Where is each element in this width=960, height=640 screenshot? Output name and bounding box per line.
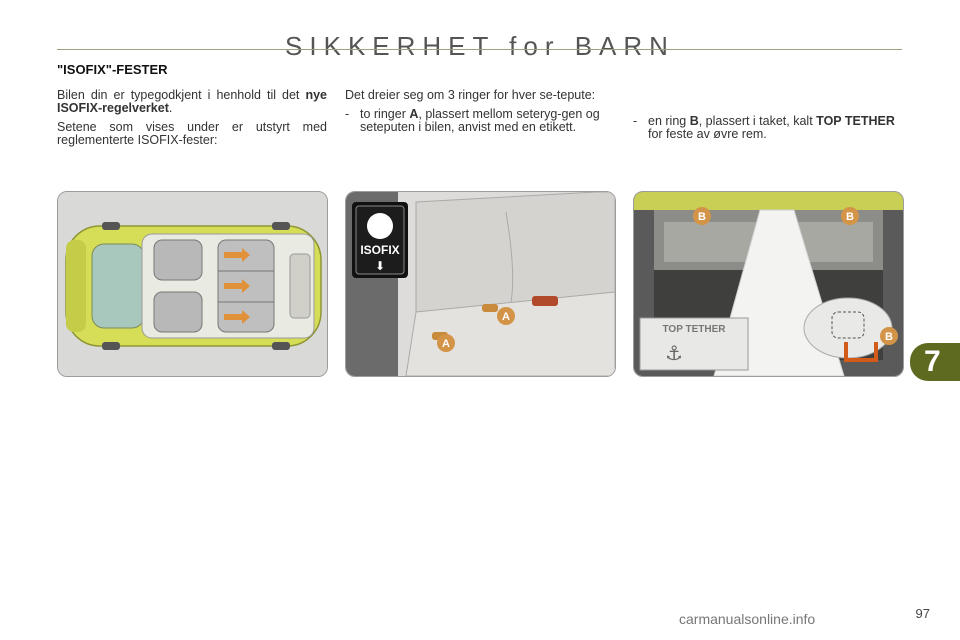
intro-text: Bilen din er typegodkjent i henhold til … (57, 88, 306, 102)
header-rule (57, 49, 902, 50)
anchor-arrow (224, 279, 250, 293)
car-top-view-svg (58, 192, 327, 376)
ring-a-letter: A (409, 107, 419, 121)
ring-a-label: A (502, 311, 510, 323)
column-intro: Bilen din er typegodkjent i henhold til … (57, 89, 327, 153)
anchor-arrow (224, 248, 250, 262)
isofix-seat-illustration: ISOFIX ⬇ A A (345, 191, 616, 377)
chapter-tab[interactable]: 7 (910, 343, 960, 381)
ring-b-marker (841, 207, 859, 225)
ring-a-text: to ringer A, plassert mellom seteryg-gen… (360, 108, 615, 134)
isofix-seat-svg: ISOFIX ⬇ A A (346, 192, 615, 376)
top-tether-svg: TOP TETHER ⚓ B B B (634, 192, 903, 376)
ring-b-marker (693, 207, 711, 225)
arrow-down-icon: ⬇ (375, 259, 385, 273)
ring-a-marker (437, 334, 455, 352)
anchor-ring (482, 304, 498, 312)
top-tether-bold: TOP TETHER (816, 114, 895, 128)
list-dash: - (345, 107, 350, 121)
ring-b-text: en ring B, plassert i taket, kalt TOP TE… (648, 115, 905, 141)
top-tether-sign (639, 317, 749, 371)
isofix-label: ISOFIX (360, 243, 399, 257)
column-ring-b: - en ring B, plassert i taket, kalt TOP … (633, 115, 905, 141)
list-dash: - (633, 114, 638, 128)
section-title: "ISOFIX"-FESTER (57, 62, 168, 77)
intro-paragraph-2: Setene som vises under er utstyrt med re… (57, 120, 327, 147)
page-number: 97 (915, 606, 930, 621)
ring-intro: Det dreier seg om 3 ringer for hver se-t… (345, 88, 596, 102)
top-tether-label: TOP TETHER (663, 324, 727, 335)
ring-a-after: , plassert mellom seteryg-gen og seteput… (360, 107, 600, 134)
ring-a-item: - to ringer A, plassert mellom seteryg-g… (345, 108, 615, 134)
intro-punct: . (168, 101, 173, 115)
column-ring-a: Det dreier seg om 3 ringer for hver se-t… (345, 89, 615, 134)
intro-paragraph-1: Bilen din er typegodkjent i henhold til … (57, 89, 327, 115)
car-top-view-illustration (57, 191, 328, 377)
top-tether-illustration: TOP TETHER ⚓ B B B (633, 191, 904, 377)
ring-a-marker (497, 307, 515, 325)
ring-b-before: en ring (648, 114, 690, 128)
ring-a-before: to ringer (360, 107, 410, 121)
ring-b-label: B (885, 331, 893, 343)
ring-b-label: B (846, 211, 854, 223)
watermark: carmanualsonline.info (679, 611, 816, 627)
anchor-icon: ⚓ (665, 341, 683, 365)
ring-a-label: A (442, 338, 450, 350)
page-title: SIKKERHET for BARN (285, 31, 675, 62)
intro-bold: nye ISOFIX-regelverket (57, 88, 327, 115)
ring-b-middle: , plassert i taket, kalt (698, 114, 817, 128)
tether-strap (844, 342, 878, 362)
anchor-arrow (224, 310, 250, 324)
ring-b-letter: B (689, 114, 699, 128)
ring-b-label: B (698, 211, 706, 223)
ring-b-item: - en ring B, plassert i taket, kalt TOP … (633, 115, 905, 141)
ring-b-marker (880, 327, 898, 345)
ring-b-after: for feste av øvre rem. (648, 127, 767, 141)
child-seat-icon (367, 213, 393, 239)
